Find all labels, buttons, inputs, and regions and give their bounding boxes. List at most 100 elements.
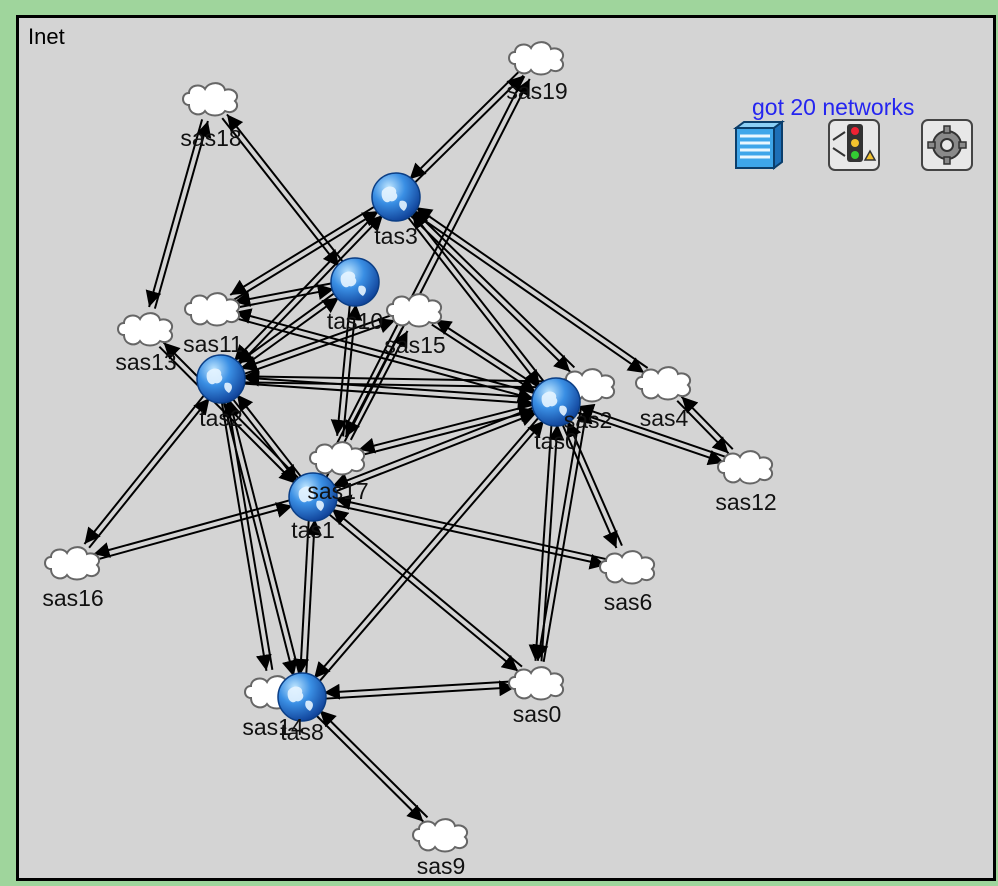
list-icon[interactable] bbox=[728, 118, 786, 172]
link-tas1-tas8 bbox=[293, 518, 310, 675]
status-text: got 20 networks bbox=[752, 94, 915, 120]
cloud-icon[interactable] bbox=[635, 366, 692, 401]
node-label-sas15: sas15 bbox=[384, 332, 446, 358]
traffic-light-icon[interactable] bbox=[825, 118, 883, 172]
link-tas8-sas0 bbox=[324, 680, 516, 700]
node-label-sas2: sas2 bbox=[563, 407, 613, 433]
cloud-icon[interactable] bbox=[309, 441, 366, 476]
link-tas2-tas0 bbox=[242, 382, 534, 411]
link-tas3-sas4 bbox=[411, 211, 645, 374]
cloud-icon[interactable] bbox=[599, 550, 656, 585]
link-tas0-sas0 bbox=[528, 423, 553, 661]
node-label-tas10: tas10 bbox=[326, 308, 384, 334]
link-tas2-tas8 bbox=[225, 399, 301, 676]
cloud-icon[interactable] bbox=[184, 292, 241, 327]
link-sas13-tas1 bbox=[162, 341, 301, 480]
link-tas8-sas9 bbox=[319, 709, 429, 819]
link-tas1-sas16 bbox=[94, 502, 293, 562]
link-tas3-sas2 bbox=[413, 209, 576, 369]
node-label-tas2: tas2 bbox=[199, 405, 243, 431]
node-label-sas9: sas9 bbox=[416, 853, 466, 879]
link-sas18-tas10 bbox=[221, 117, 340, 268]
link-tas1-sas6 bbox=[334, 494, 608, 561]
link-sas13-tas1 bbox=[158, 346, 297, 485]
node-label-tas3: tas3 bbox=[374, 223, 418, 249]
link-tas0-sas6 bbox=[561, 422, 618, 549]
link-sas2-sas0 bbox=[542, 407, 593, 662]
router-globe-icon[interactable] bbox=[330, 257, 380, 307]
router-globe-icon[interactable] bbox=[371, 172, 421, 222]
link-sas15-tas2 bbox=[240, 313, 394, 371]
router-globe-icon[interactable] bbox=[196, 354, 246, 404]
link-tas3-tas2 bbox=[237, 214, 384, 366]
router-globe-icon[interactable] bbox=[277, 672, 327, 722]
link-tas3-tas0 bbox=[406, 215, 541, 388]
link-sas15-tas0 bbox=[431, 323, 537, 394]
cloud-icon[interactable] bbox=[717, 450, 774, 485]
link-tas2-tas0 bbox=[243, 370, 535, 399]
cloud-icon[interactable] bbox=[117, 312, 174, 347]
link-tas0-sas12 bbox=[575, 411, 725, 466]
link-tas1-sas0 bbox=[331, 507, 523, 668]
link-tas2-tas1 bbox=[236, 393, 303, 479]
link-tas3-sas2 bbox=[408, 213, 571, 373]
link-sas19-tas3 bbox=[408, 70, 520, 181]
link-tas3-sas11 bbox=[229, 205, 377, 296]
link-tas10-sas17 bbox=[330, 303, 351, 436]
cloud-icon[interactable] bbox=[386, 293, 443, 328]
link-tas1-sas6 bbox=[333, 503, 607, 570]
link-tas2-sas14 bbox=[220, 401, 272, 671]
node-label-sas11: sas11 bbox=[183, 331, 243, 357]
cloud-icon[interactable] bbox=[508, 41, 565, 76]
link-tas10-sas17 bbox=[342, 304, 363, 437]
link-tas3-tas2 bbox=[233, 210, 380, 362]
node-label-sas13: sas13 bbox=[115, 349, 177, 375]
node-label-tas0: tas0 bbox=[534, 428, 578, 454]
link-sas18-sas13 bbox=[153, 120, 212, 309]
link-sas19-tas1 bbox=[324, 78, 531, 480]
link-sas15-sas17 bbox=[344, 327, 404, 438]
link-sas19-tas3 bbox=[413, 74, 525, 185]
link-tas3-sas11 bbox=[232, 210, 380, 301]
link-sas15-tas0 bbox=[434, 318, 540, 389]
node-label-sas4: sas4 bbox=[639, 405, 689, 431]
link-tas0-tas1 bbox=[332, 406, 535, 488]
link-tas0-sas6 bbox=[566, 420, 623, 547]
link-tas0-sas17 bbox=[358, 403, 535, 454]
link-tas2-sas2 bbox=[243, 368, 567, 385]
link-tas8-sas0 bbox=[323, 680, 515, 700]
node-label-sas18: sas18 bbox=[180, 125, 242, 151]
link-sas18-tas10 bbox=[226, 113, 345, 264]
link-tas3-tas0 bbox=[411, 211, 546, 384]
link-tas0-tas8 bbox=[313, 416, 541, 680]
link-tas0-sas12 bbox=[577, 403, 727, 458]
cloud-icon[interactable] bbox=[508, 666, 565, 701]
router-globe-icon[interactable] bbox=[288, 472, 338, 522]
node-label-sas12: sas12 bbox=[715, 489, 777, 515]
cloud-icon[interactable] bbox=[412, 818, 469, 853]
link-sas11-tas0 bbox=[233, 316, 535, 403]
link-sas18-sas13 bbox=[145, 119, 204, 308]
node-label-tas1: tas1 bbox=[291, 517, 335, 543]
gear-icon[interactable] bbox=[918, 118, 976, 172]
node-label-sas6: sas6 bbox=[603, 589, 653, 615]
link-tas1-sas0 bbox=[327, 512, 519, 673]
link-tas10-tas2 bbox=[236, 291, 337, 365]
link-tas2-tas8 bbox=[222, 400, 298, 677]
cloud-icon[interactable] bbox=[182, 82, 239, 117]
link-tas1-tas8 bbox=[305, 519, 322, 676]
node-label-sas16: sas16 bbox=[42, 585, 104, 611]
cloud-icon[interactable] bbox=[44, 546, 101, 581]
link-sas2-sas0 bbox=[532, 406, 583, 661]
link-tas10-sas11 bbox=[233, 282, 334, 307]
link-sas11-tas0 bbox=[234, 308, 536, 395]
window-title: Inet bbox=[28, 24, 65, 49]
link-sas15-tas2 bbox=[242, 318, 396, 376]
link-tas0-tas1 bbox=[334, 411, 537, 493]
link-sas19-tas1 bbox=[319, 75, 526, 477]
node-label-sas0: sas0 bbox=[512, 701, 562, 727]
router-globe-icon[interactable] bbox=[531, 377, 581, 427]
link-tas2-sas16 bbox=[88, 397, 211, 549]
link-sas4-sas12 bbox=[680, 395, 734, 450]
